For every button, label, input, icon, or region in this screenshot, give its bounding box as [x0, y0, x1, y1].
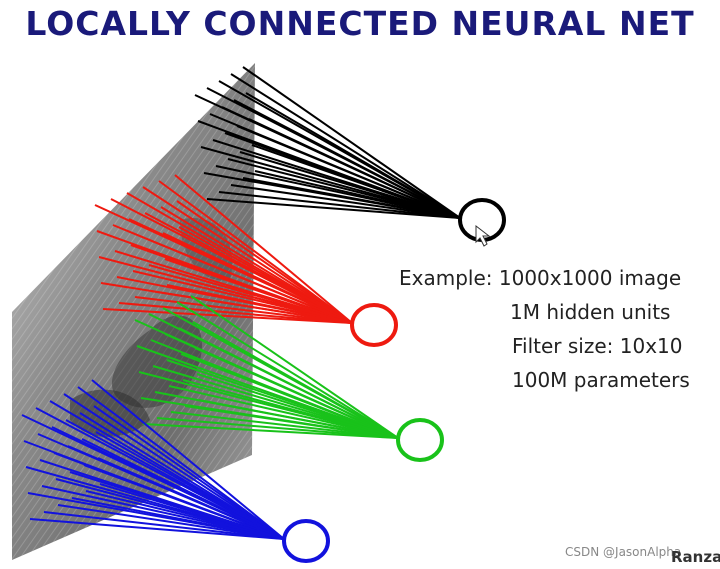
connection-line: [150, 290, 353, 324]
connection-line: [83, 464, 285, 540]
connection-line: [85, 490, 285, 540]
connection-line: [160, 206, 353, 324]
hidden-unit-blue: [282, 519, 330, 563]
blue-connections: [21, 379, 285, 540]
red-connections: [94, 174, 353, 324]
connection-line: [190, 295, 399, 439]
connection-line: [142, 186, 353, 324]
connection-line: [194, 347, 399, 439]
connection-line: [170, 411, 399, 439]
connection-line: [239, 151, 461, 219]
connection-line: [206, 198, 461, 219]
connection-line: [102, 308, 353, 324]
connection-line: [242, 177, 461, 219]
connection-line: [182, 278, 353, 324]
hidden-unit-green: [396, 418, 444, 462]
connection-line: [176, 200, 353, 324]
connection-line: [176, 301, 399, 439]
connection-line: [164, 258, 353, 324]
connection-line: [218, 191, 461, 219]
connection-line: [71, 497, 285, 540]
connection-line: [57, 504, 285, 540]
connection-line: [29, 518, 285, 540]
connection-line: [236, 125, 461, 219]
connection-line: [180, 353, 399, 439]
mouse-cursor-icon: [475, 224, 491, 247]
connection-line: [63, 393, 285, 540]
connection-line: [242, 66, 461, 219]
connection-line: [174, 174, 353, 324]
connection-line: [230, 73, 461, 219]
connection-line: [79, 412, 285, 540]
slide-title: LOCALLY CONNECTED NEURAL NET: [25, 4, 695, 43]
connection-line: [182, 379, 399, 439]
connection-line: [245, 92, 461, 219]
connection-line: [43, 511, 285, 540]
example-line-4: 100M parameters: [512, 368, 690, 392]
connection-line: [184, 405, 399, 439]
example-line-2: 1M hidden units: [510, 300, 671, 324]
connection-line: [91, 379, 285, 540]
connection-line: [233, 99, 461, 219]
connection-line: [99, 483, 285, 540]
connection-line: [180, 252, 353, 324]
connection-line: [158, 180, 353, 324]
connection-line: [248, 118, 461, 219]
connection-line: [118, 302, 353, 324]
connection-line: [230, 184, 461, 219]
connection-line: [142, 423, 399, 439]
example-line-1: Example: 1000x1000 image: [399, 266, 682, 290]
connection-line: [178, 327, 399, 439]
connection-line: [168, 385, 399, 439]
connection-line: [178, 226, 353, 324]
connection-line: [134, 296, 353, 324]
credit-text: Ranza: [671, 548, 720, 566]
hidden-unit-red: [350, 303, 398, 347]
connection-line: [81, 438, 285, 540]
connection-line: [97, 457, 285, 540]
black-connections: [194, 66, 461, 219]
connection-line: [251, 144, 461, 219]
connection-line: [162, 232, 353, 324]
connection-line: [198, 399, 399, 439]
watermark: CSDN @JasonAlpha: [565, 545, 682, 559]
connection-line: [93, 405, 285, 540]
connection-line: [196, 373, 399, 439]
green-connections: [134, 295, 399, 439]
connection-line: [192, 321, 399, 439]
connection-line: [95, 431, 285, 540]
connection-line: [166, 284, 353, 324]
example-line-3: Filter size: 10x10: [512, 334, 683, 358]
connection-line: [254, 170, 461, 219]
connection-line: [77, 386, 285, 540]
connection-line: [156, 417, 399, 439]
